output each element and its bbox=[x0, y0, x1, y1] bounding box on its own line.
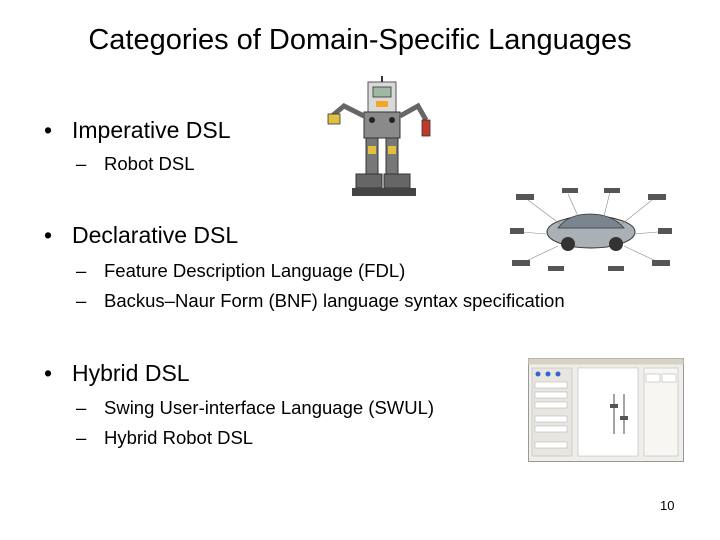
bullet-declarative-dsl: • Declarative DSL bbox=[44, 222, 238, 249]
bullet-marker: • bbox=[44, 222, 53, 248]
robot-image bbox=[327, 76, 431, 196]
slide-title: Categories of Domain-Specific Languages bbox=[88, 24, 632, 56]
bullet-imperative-dsl: • Imperative DSL bbox=[44, 117, 231, 144]
sub-bullet-label: Hybrid Robot DSL bbox=[104, 427, 254, 448]
bullet-label: Hybrid DSL bbox=[72, 360, 190, 386]
bullet-hybrid-dsl: • Hybrid DSL bbox=[44, 360, 190, 387]
bullet-marker: • bbox=[44, 360, 53, 386]
sub-bullet-label: Swing User-interface Language (SWUL) bbox=[104, 397, 435, 418]
sub-bullet-label: Backus–Naur Form (BNF) language syntax s… bbox=[104, 290, 565, 311]
gui-screenshot-image bbox=[528, 358, 684, 462]
sub-bullet-swul: –Swing User-interface Language (SWUL) bbox=[76, 397, 434, 419]
page-number: 10 bbox=[660, 498, 675, 513]
sub-bullet-robot-dsl: –Robot DSL bbox=[76, 153, 195, 175]
sub-bullet-hybrid-robot: –Hybrid Robot DSL bbox=[76, 427, 253, 449]
dash-marker: – bbox=[76, 397, 87, 418]
dash-marker: – bbox=[76, 260, 87, 281]
dash-marker: – bbox=[76, 290, 87, 311]
bullet-label: Declarative DSL bbox=[72, 222, 239, 248]
bullet-marker: • bbox=[44, 117, 53, 143]
sub-bullet-bnf: –Backus–Naur Form (BNF) language syntax … bbox=[76, 290, 565, 312]
dash-marker: – bbox=[76, 427, 87, 448]
sub-bullet-fdl: –Feature Description Language (FDL) bbox=[76, 260, 405, 282]
sub-bullet-label: Feature Description Language (FDL) bbox=[104, 260, 406, 281]
sub-bullet-label: Robot DSL bbox=[104, 153, 195, 174]
dash-marker: – bbox=[76, 153, 87, 174]
car-diagram-image bbox=[510, 188, 672, 271]
bullet-label: Imperative DSL bbox=[72, 117, 231, 143]
